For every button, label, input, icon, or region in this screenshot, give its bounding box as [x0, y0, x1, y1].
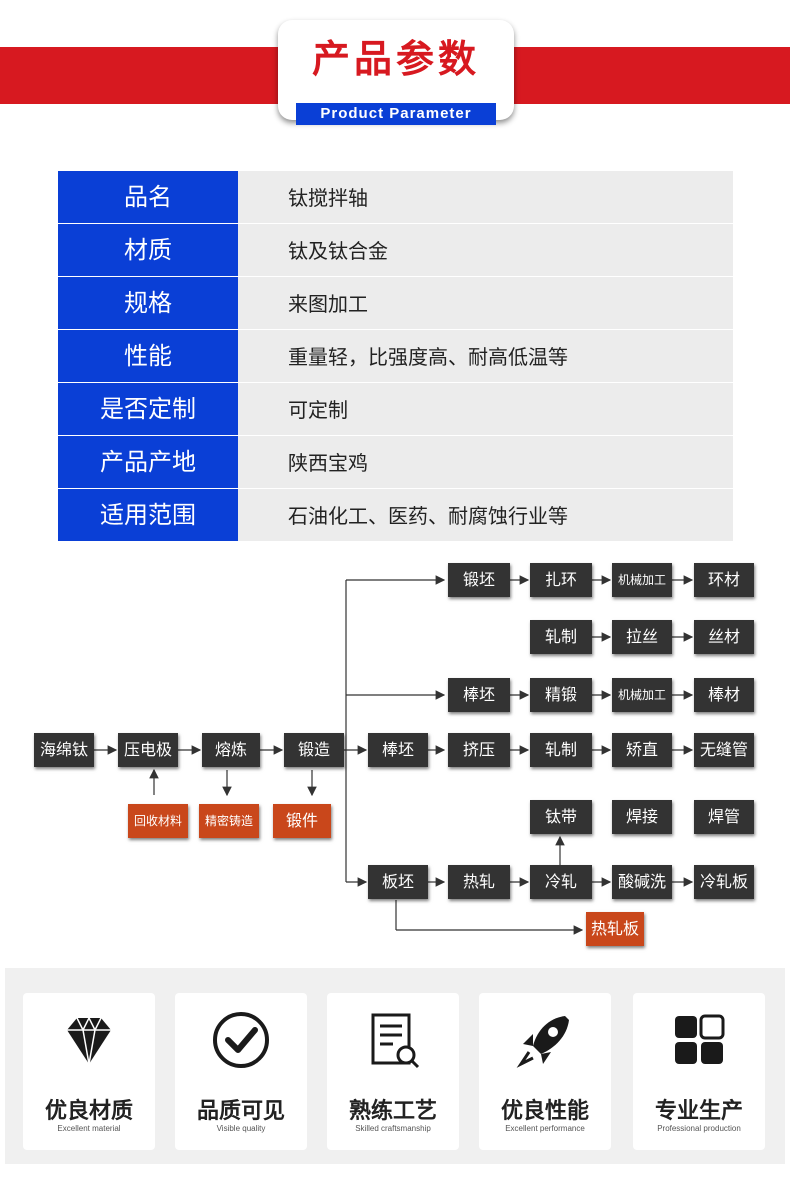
param-value: 钛搅拌轴 [288, 186, 368, 210]
grid-icon [675, 1014, 725, 1064]
node-roll-2: 轧制 [530, 733, 592, 767]
feature-card: 优良材质 Excellent material [23, 993, 155, 1150]
node-cold-roll: 冷轧 [530, 865, 592, 899]
node-ring: 环材 [694, 563, 754, 597]
node-sponge-titanium: 海绵钛 [34, 733, 94, 767]
title-badge: 产品参数 Product Parameter [278, 20, 514, 125]
feature-subtitle: Professional production [657, 1124, 741, 1133]
feature-subtitle: Excellent performance [505, 1124, 585, 1133]
node-recycle: 回收材料 [128, 804, 188, 838]
node-hot-roll: 热轧 [448, 865, 510, 899]
param-row: 产品产地 陕西宝鸡 [58, 436, 733, 488]
node-welded-tube: 焊管 [694, 800, 754, 834]
param-label: 是否定制 [58, 383, 238, 435]
feature-card: 专业生产 Professional production [633, 993, 765, 1150]
param-row: 规格 来图加工 [58, 277, 733, 329]
param-label: 性能 [58, 330, 238, 382]
param-row: 性能 重量轻，比强度高、耐高低温等 [58, 330, 733, 382]
node-roll-1: 轧制 [530, 620, 592, 654]
param-value: 可定制 [288, 398, 348, 422]
feature-subtitle: Visible quality [216, 1124, 266, 1133]
node-strip: 钛带 [530, 800, 592, 834]
param-label: 品名 [58, 171, 238, 223]
node-bar-blank-1: 棒坯 [448, 678, 510, 712]
feature-card: 熟练工艺 Skilled craftsmanship [327, 993, 459, 1150]
feature-card: 品质可见 Visible quality [175, 993, 307, 1150]
node-bar: 棒材 [694, 678, 754, 712]
param-value: 来图加工 [288, 292, 368, 316]
feature-subtitle: Excellent material [57, 1124, 121, 1133]
node-forging: 锻件 [273, 804, 331, 838]
node-machining-2: 机械加工 [612, 678, 672, 712]
param-value: 陕西宝鸡 [288, 451, 368, 475]
param-value: 石油化工、医药、耐腐蚀行业等 [288, 504, 568, 528]
diamond-icon [67, 1016, 111, 1065]
param-label: 适用范围 [58, 489, 238, 541]
node-draw: 拉丝 [612, 620, 672, 654]
param-row: 品名 钛搅拌轴 [58, 171, 733, 223]
node-hot-plate: 热轧板 [586, 912, 644, 946]
process-flowchart: 海绵钛 压电极 熔炼 锻造 回收材料 精密铸造 锻件 锻坯 扎环 机械加工 环材… [0, 560, 790, 960]
node-seamless-tube: 无缝管 [694, 733, 754, 767]
feature-title: 优良材质 [44, 1099, 133, 1124]
feature-title: 专业生产 [654, 1099, 743, 1124]
parameter-table: 品名 钛搅拌轴 材质 钛及钛合金 规格 来图加工 性能 重量轻，比强度高、耐高低温等 是… [58, 171, 733, 542]
rocket-icon [516, 1016, 569, 1068]
node-forge-blank: 锻坯 [448, 563, 510, 597]
param-row: 适用范围 石油化工、医药、耐腐蚀行业等 [58, 489, 733, 541]
features-section: 优良材质 Excellent material 品质可见 Visible qua… [5, 968, 785, 1164]
node-fine-forge: 精锻 [530, 678, 592, 712]
node-extrude: 挤压 [448, 733, 510, 767]
param-label: 规格 [58, 277, 238, 329]
node-pickle: 酸碱洗 [612, 865, 672, 899]
param-row: 是否定制 可定制 [58, 383, 733, 435]
node-ring-roll: 扎环 [530, 563, 592, 597]
node-forge: 锻造 [284, 733, 344, 767]
page-title: 产品参数 [311, 37, 480, 81]
page-subtitle: Product Parameter [296, 103, 496, 125]
param-label: 产品产地 [58, 436, 238, 488]
node-plate-blank: 板坯 [368, 865, 428, 899]
node-machining-1: 机械加工 [612, 563, 672, 597]
node-precision-cast: 精密铸造 [199, 804, 259, 838]
feature-title: 熟练工艺 [348, 1099, 437, 1124]
node-smelt: 熔炼 [202, 733, 260, 767]
node-press-electrode: 压电极 [118, 733, 178, 767]
node-cold-plate: 冷轧板 [694, 865, 754, 899]
feature-title: 优良性能 [500, 1099, 589, 1124]
node-wire: 丝材 [694, 620, 754, 654]
param-label: 材质 [58, 224, 238, 276]
node-weld: 焊接 [612, 800, 672, 834]
param-value: 钛及钛合金 [288, 239, 388, 263]
param-row: 材质 钛及钛合金 [58, 224, 733, 276]
document-search-icon [371, 1013, 420, 1069]
feature-card: 优良性能 Excellent performance [479, 993, 611, 1150]
feature-subtitle: Skilled craftsmanship [355, 1124, 431, 1133]
flow-connectors [94, 575, 694, 935]
check-circle-icon [213, 1012, 269, 1068]
param-value: 重量轻，比强度高、耐高低温等 [288, 345, 568, 369]
node-bar-blank-2: 棒坯 [368, 733, 428, 767]
node-straighten: 矫直 [612, 733, 672, 767]
feature-title: 品质可见 [196, 1099, 285, 1124]
